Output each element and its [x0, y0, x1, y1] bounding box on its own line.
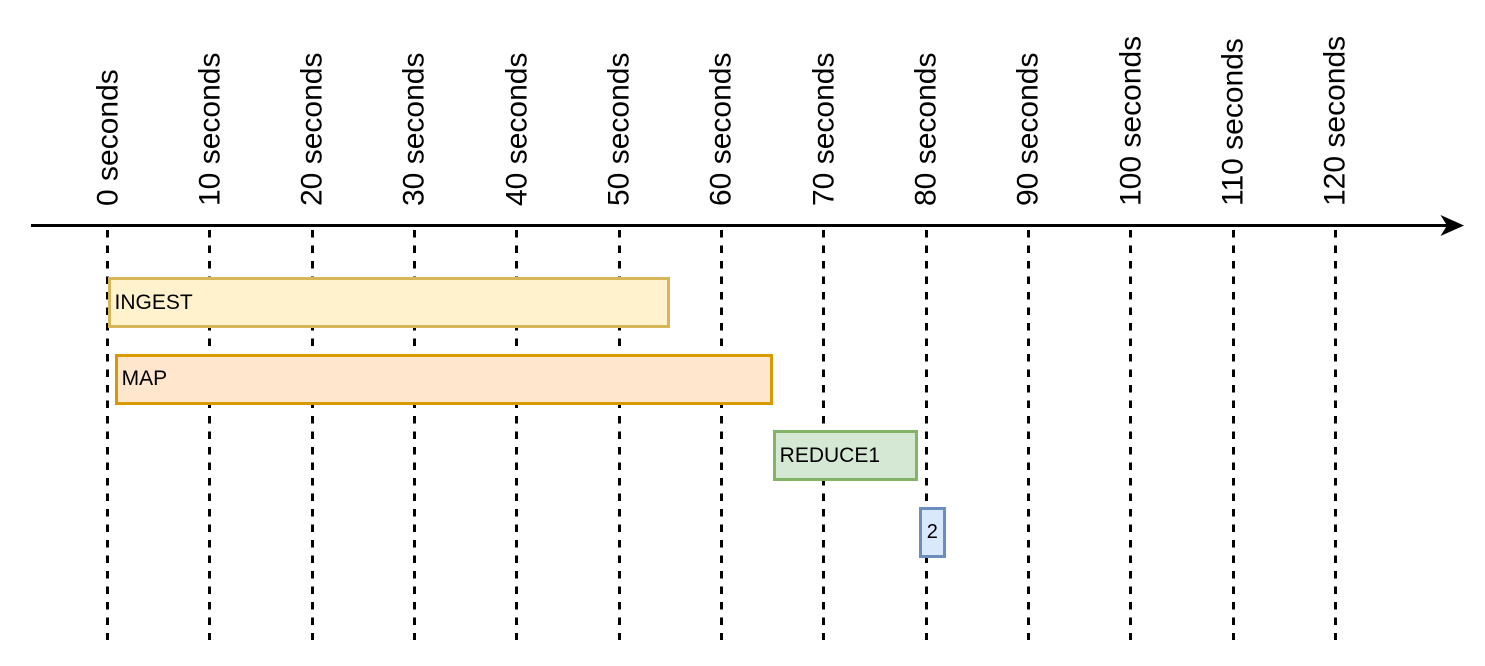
- task-bar-label: 2: [926, 521, 938, 544]
- gridline: [719, 230, 723, 640]
- axis-tick-label: 10 seconds: [193, 52, 227, 206]
- axis-tick-label: 120 seconds: [1318, 35, 1352, 206]
- axis-tick-label: 20 seconds: [295, 52, 329, 206]
- axis-tick-label: 0 seconds: [91, 69, 124, 206]
- task-bar-label: INGEST: [114, 290, 193, 314]
- gridline: [515, 230, 519, 640]
- axis-tick-label: 30 seconds: [397, 52, 431, 206]
- gridline: [412, 230, 416, 640]
- axis-tick-label: 100 seconds: [1114, 35, 1148, 206]
- gridline: [1231, 230, 1235, 640]
- axis-tick-label: 40 seconds: [500, 52, 534, 206]
- axis-tick-label: 110 seconds: [1216, 38, 1250, 206]
- gridline: [924, 230, 928, 640]
- task-bar-label: MAP: [121, 367, 168, 391]
- gridline: [1026, 230, 1030, 640]
- task-bar-2: 2: [919, 507, 946, 559]
- axis-tick-label: 50 seconds: [602, 52, 636, 206]
- task-bar-label: REDUCE1: [779, 443, 881, 467]
- gridline: [617, 230, 621, 640]
- gridline: [310, 230, 314, 640]
- gridline: [1333, 230, 1337, 640]
- task-bar-reduce1: REDUCE1: [772, 430, 918, 482]
- axis-tick-label: 60 seconds: [704, 52, 738, 206]
- axis-tick-label: 70 seconds: [807, 52, 841, 206]
- task-bar-ingest: INGEST: [107, 277, 671, 328]
- gridline: [208, 230, 212, 640]
- axis-tick-label: 80 seconds: [909, 52, 943, 206]
- axis-tick-label: 90 seconds: [1011, 52, 1045, 206]
- task-bar-map: MAP: [114, 353, 773, 405]
- gridline: [1129, 230, 1133, 640]
- gridline: [106, 230, 109, 640]
- axis-arrowhead-icon: [1440, 215, 1464, 236]
